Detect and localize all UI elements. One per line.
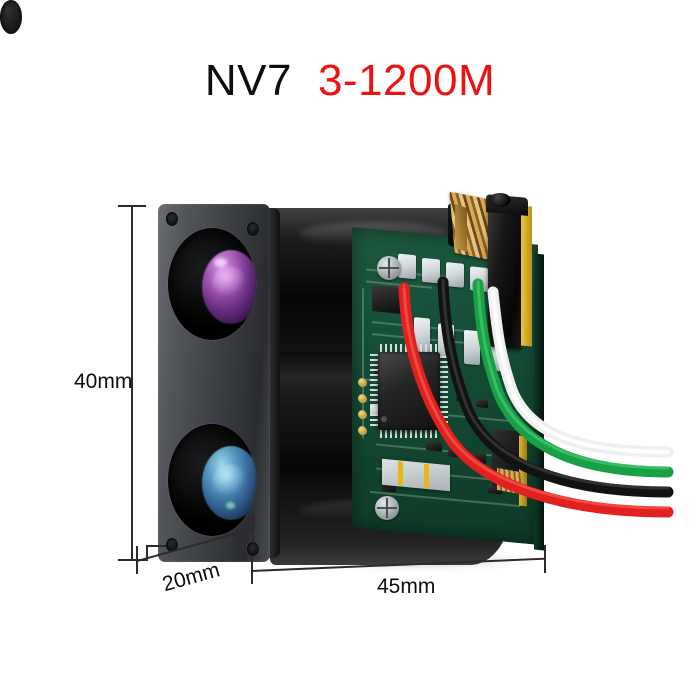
transmitter-lens-specular — [214, 258, 227, 267]
depth-extension-vertical — [146, 545, 148, 561]
ic-pins-bottom — [380, 429, 438, 438]
optical-module-lens — [489, 193, 511, 207]
receiver-lens-swirl — [212, 464, 246, 496]
receiver-lens-specular — [226, 502, 235, 509]
transmitter-lens-swirl — [212, 266, 246, 296]
product-range-label: 3-1200M — [317, 56, 496, 105]
width-dimension-tick-left — [251, 556, 253, 584]
green-wire-highlight — [476, 280, 670, 470]
black-wire-highlight — [441, 278, 670, 490]
height-dimension-tick-bottom — [118, 559, 146, 561]
height-dimension-tick-top — [118, 205, 146, 207]
mounting-screw-bottom — [375, 496, 399, 520]
white-wire-highlight — [491, 290, 670, 454]
receiver-lens-bore — [168, 424, 256, 536]
ic-pins-right — [439, 356, 448, 430]
ic-pin1-marker — [381, 416, 387, 422]
product-model-label: NV7 — [204, 56, 292, 105]
depth-dimension-tick-left — [136, 546, 138, 574]
width-dimension-tick-right — [544, 545, 546, 573]
faceplate-screw-hole-top-right — [247, 222, 259, 236]
depth-dimension-tick-right — [252, 515, 254, 543]
faceplate-screw-hole-top-left — [166, 212, 178, 226]
ic-pins-left — [370, 354, 379, 428]
transmitter-lens-bore — [168, 228, 256, 340]
depth-extension-horizontal — [146, 545, 166, 547]
height-dimension-label: 40mm — [74, 370, 133, 393]
red-wire-highlight — [402, 284, 670, 510]
width-dimension-label: 45mm — [377, 575, 436, 598]
page-title: NV7 3-1200M — [0, 56, 700, 106]
mounting-screw-top — [377, 256, 401, 280]
height-dimension-line — [131, 206, 133, 561]
faceplate-screw-hole-bottom-right — [247, 542, 259, 556]
faceplate-center-slot — [0, 0, 22, 34]
